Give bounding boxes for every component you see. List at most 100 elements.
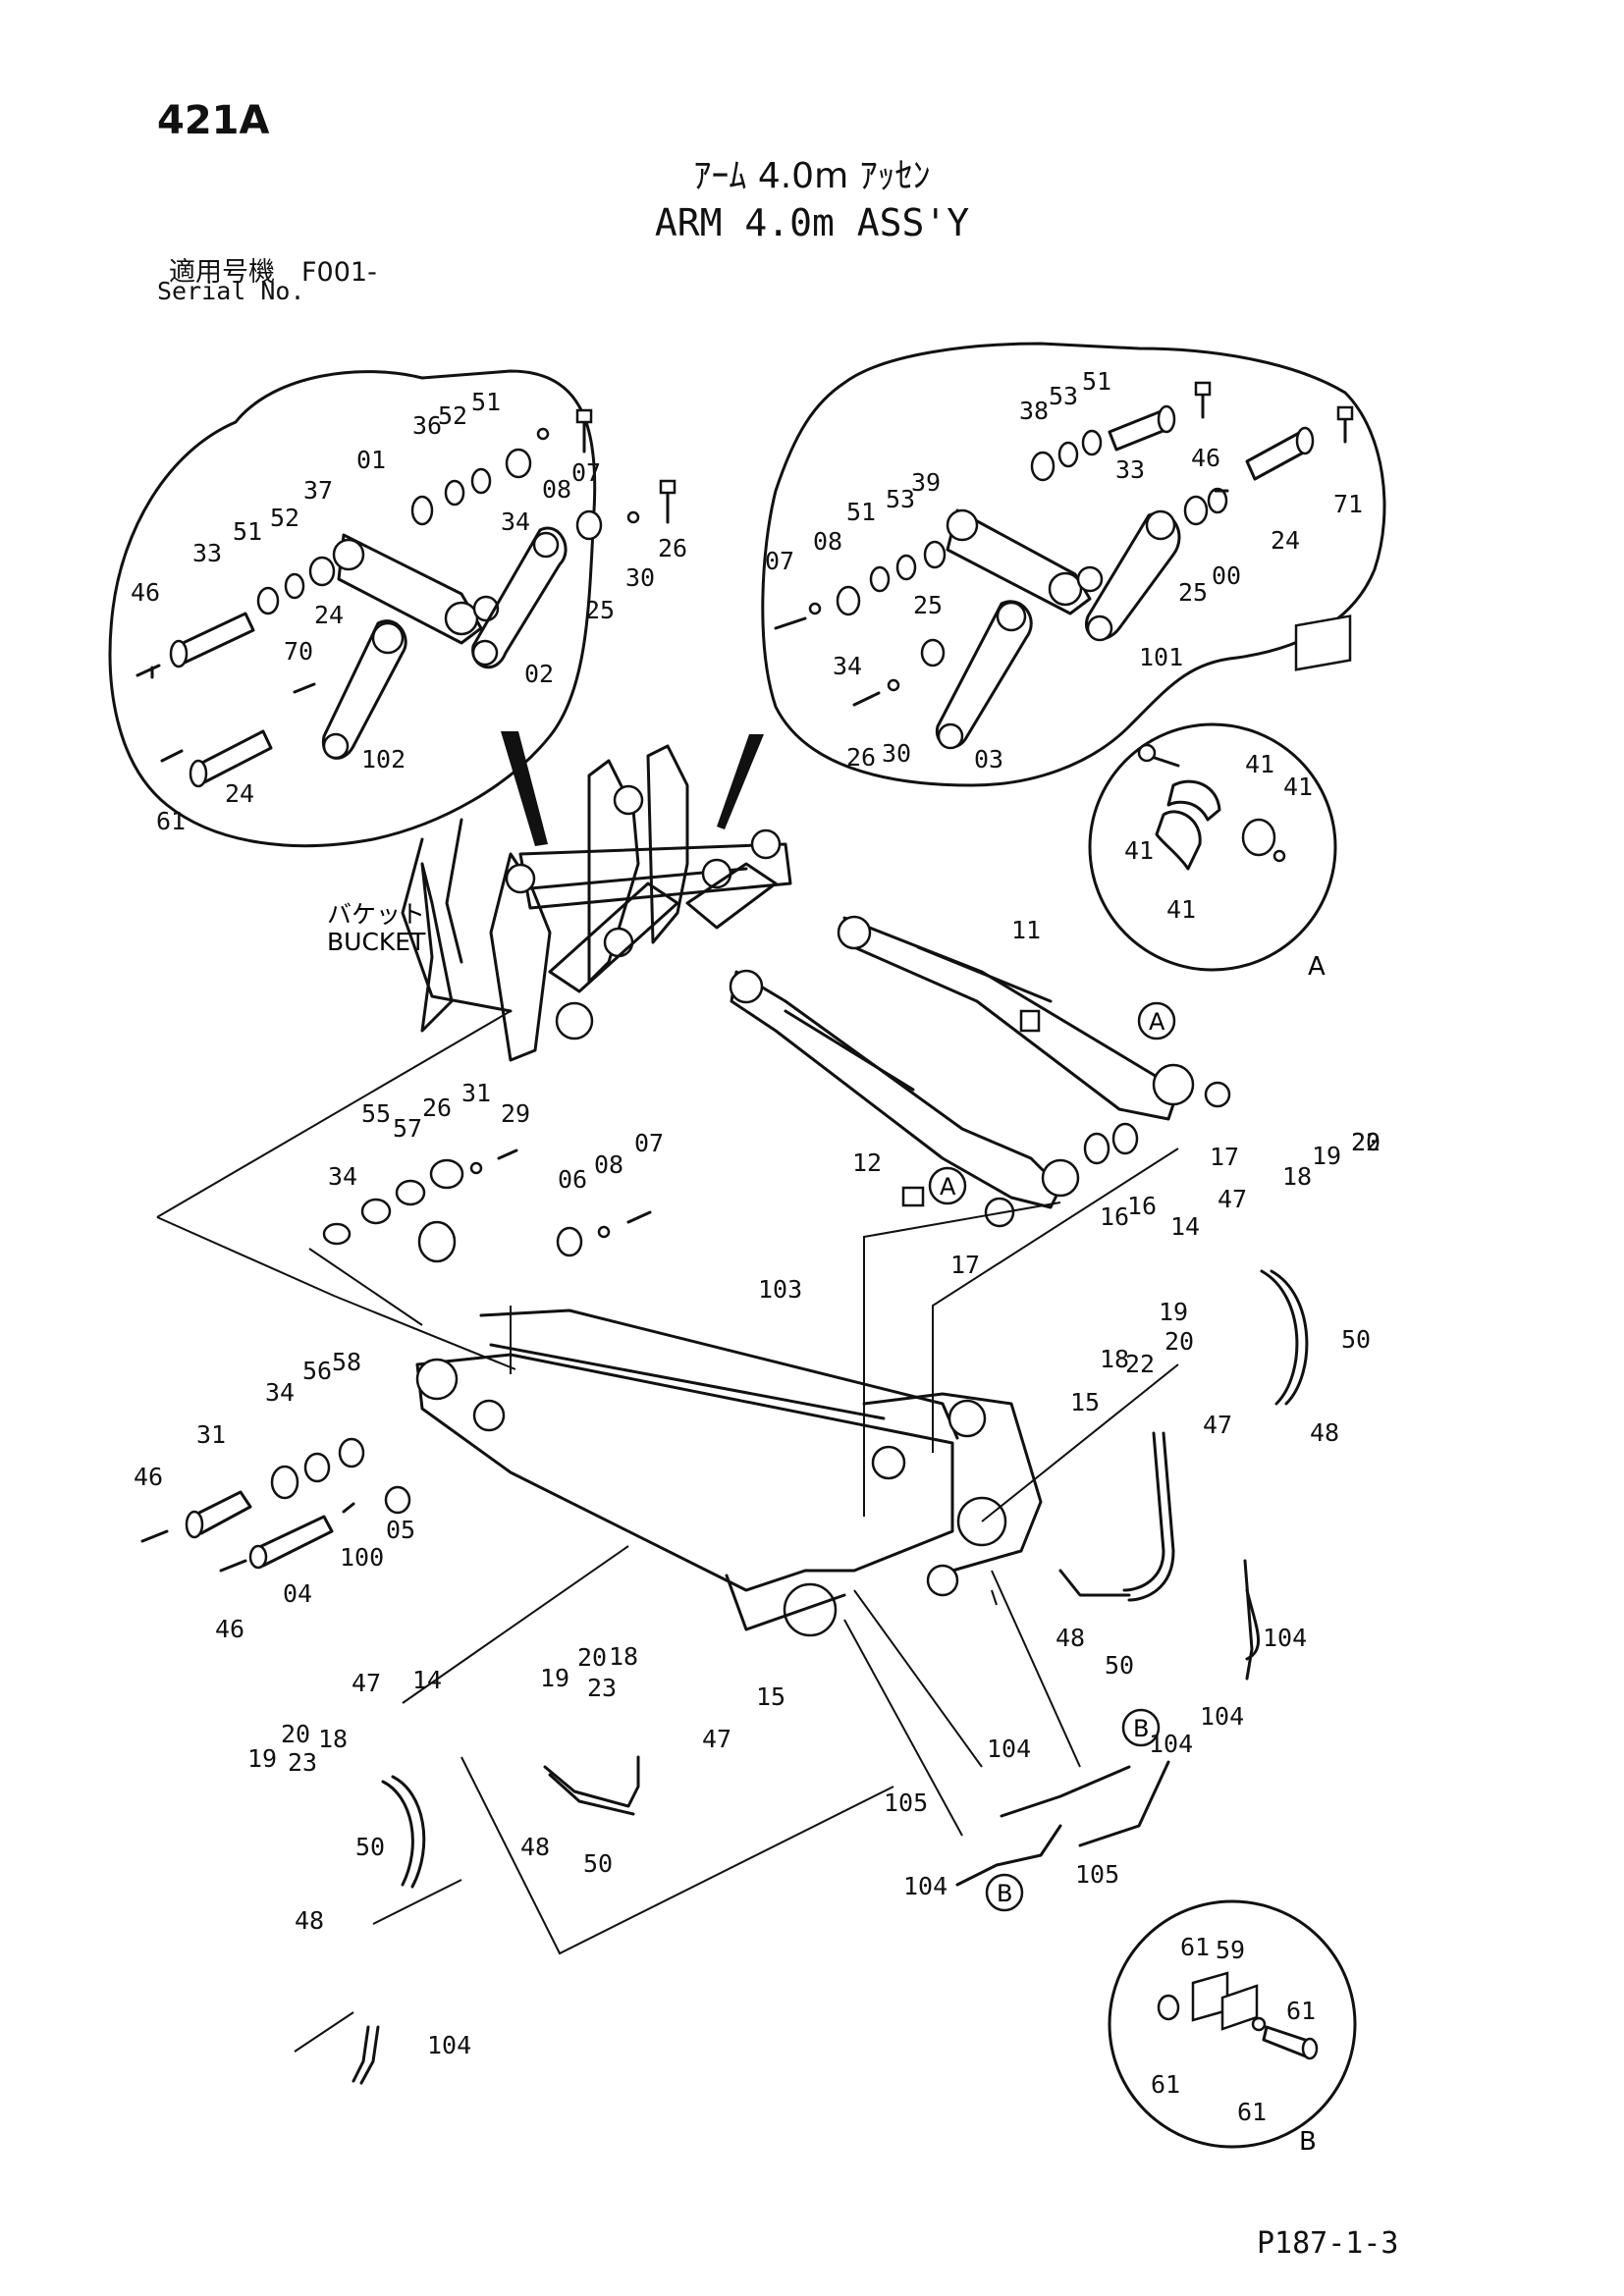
part-label: 57 [393,1114,422,1143]
part-label: 51 [1082,367,1111,396]
part-label: 47 [1203,1411,1232,1439]
part-label: 08 [813,527,842,556]
part-label: 52 [438,401,467,430]
right-link-detail-bubble [717,342,1386,829]
part-label: 15 [756,1682,785,1711]
title-japanese: ｱｰﾑ 4.0m ｱｯｾﾝ [693,156,931,196]
part-label: 06 [558,1165,587,1194]
part-label: 48 [1310,1418,1339,1447]
callout-labels: バケット BUCKET A A A B B B [327,900,1326,2157]
part-label: 01 [356,446,386,474]
part-label: 07 [571,458,601,487]
part-label: 18 [1282,1162,1312,1191]
part-label: 102 [361,745,406,774]
part-label: 07 [765,547,794,575]
serial-label-japanese: 適用号機 F001- [169,257,377,288]
part-label: 100 [340,1543,384,1572]
part-label: 18 [609,1642,638,1671]
detail-b-marker-lower [985,1873,1024,1912]
part-label: 05 [386,1516,415,1544]
part-label: 47 [702,1725,731,1753]
part-label: 24 [1271,526,1300,555]
detail-b-label: B [1299,2127,1317,2157]
part-label: 34 [265,1378,295,1407]
part-label: 51 [471,388,501,416]
part-label: 26 [846,743,876,772]
serial-label-english: Serial No. [157,277,305,305]
part-label: 00 [1212,561,1241,590]
bucket-outline [401,818,513,1013]
part-label: 46 [131,578,160,607]
part-label: 23 [288,1748,317,1777]
part-label: 26 [422,1094,452,1122]
part-label: 50 [583,1849,613,1878]
part-label: 02 [524,660,554,688]
detail-a-label: A [1308,952,1326,982]
part-label: 61 [156,807,186,835]
part-label: 53 [1049,382,1078,410]
part-label: 16 [1100,1202,1129,1231]
part-label: 25 [585,596,615,624]
part-label: 33 [1115,455,1145,484]
detail-a-circle [1088,614,1352,972]
part-label: 24 [225,779,254,808]
arm-body [415,1308,1043,1637]
part-label: 15 [1070,1388,1100,1416]
part-label: 46 [1191,444,1220,472]
part-label: 31 [196,1420,226,1449]
part-label: 20 [577,1643,607,1672]
part-label: 61 [1237,2098,1267,2126]
detail-a-marker-lower [928,1166,967,1205]
part-label: 56 [302,1357,332,1385]
part-label: 14 [412,1666,442,1694]
part-label: 22 [1351,1128,1380,1156]
part-label: 55 [361,1099,391,1128]
part-label: 48 [295,1906,324,1935]
part-label: 30 [882,739,911,768]
part-label: 50 [1105,1651,1134,1680]
part-label: 105 [884,1789,928,1817]
part-label: 61 [1151,2070,1180,2099]
part-label: 31 [461,1079,491,1107]
part-label: 104 [427,2031,471,2059]
part-label: 46 [215,1615,244,1643]
part-label: 39 [911,468,941,497]
part-label: 08 [594,1150,623,1179]
part-label: 51 [233,517,262,546]
part-label: 50 [1341,1325,1371,1354]
detail-a-marker-letter: A [1149,1008,1165,1036]
part-label: 104 [987,1735,1031,1763]
left-detail-pointer [501,731,548,846]
part-label: 29 [501,1099,530,1128]
part-label: 03 [974,745,1003,774]
part-label: 19 [1312,1142,1341,1170]
part-label: 47 [1218,1185,1247,1213]
part-label: 18 [318,1725,348,1753]
part-label: 34 [833,652,862,680]
part-label: 41 [1166,895,1196,924]
part-label: 20 [1164,1327,1194,1356]
part-label: 20 [281,1720,310,1748]
part-label: 19 [1159,1298,1188,1326]
part-label: 08 [542,475,571,504]
part-label: 23 [587,1674,617,1702]
page-reference: P187-1-3 [1257,2226,1399,2261]
part-label: 104 [1149,1730,1193,1758]
part-label: 58 [332,1348,361,1376]
part-label: 61 [1286,1997,1316,2025]
part-label: 34 [328,1162,357,1191]
detail-b-marker-letter: B [1133,1715,1149,1742]
detail-b-marker-letter: B [997,1880,1012,1907]
part-label: 104 [1263,1624,1307,1652]
part-label: 20 [1351,1128,1380,1156]
part-label: 17 [1210,1143,1239,1171]
part-label: 71 [1333,490,1363,518]
part-label: 41 [1245,750,1274,778]
right-detail-pointer [717,734,764,829]
bucket-label-jp: バケット [327,900,425,929]
part-label: 34 [501,507,530,536]
part-label: 47 [352,1669,381,1697]
part-label: 16 [1127,1192,1157,1220]
part-label: 50 [355,1833,385,1861]
